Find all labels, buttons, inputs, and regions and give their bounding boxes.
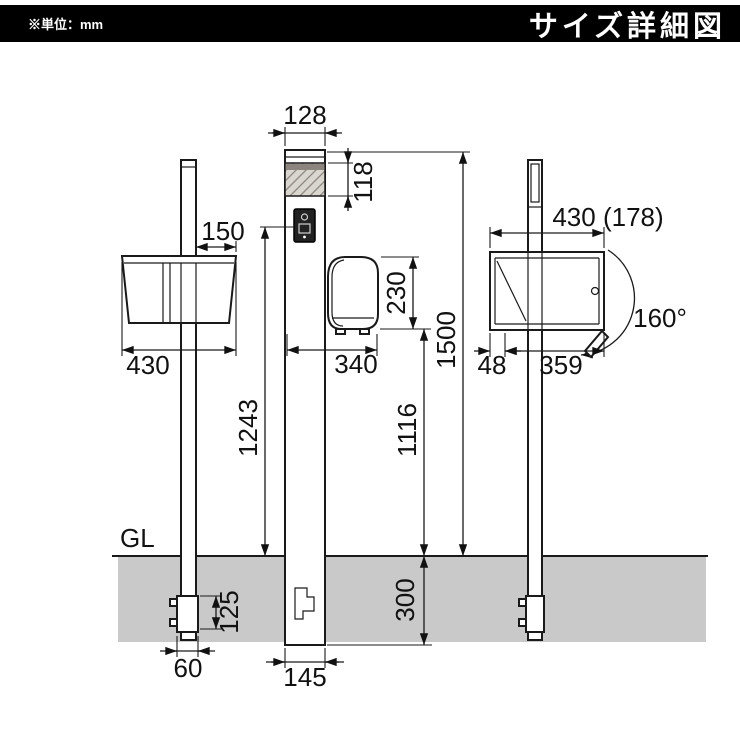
bolt-icon bbox=[518, 618, 527, 627]
bolt-icon bbox=[169, 598, 178, 607]
dim-118-label: 118 bbox=[348, 161, 378, 202]
dim-125: 125 bbox=[200, 590, 244, 634]
dim-128-label: 128 bbox=[283, 100, 326, 130]
intercom-button-icon bbox=[303, 235, 306, 239]
dim-430-plan-label: 430 (178) bbox=[552, 202, 663, 232]
dim-128: 128 bbox=[268, 100, 342, 146]
plan-base-plate bbox=[525, 595, 545, 633]
dim-359-label: 359 bbox=[539, 350, 582, 380]
side-base-plate bbox=[176, 595, 199, 633]
sign-edge bbox=[530, 163, 540, 203]
dim-300-label: 300 bbox=[390, 578, 420, 621]
gl-label: GL bbox=[120, 523, 155, 553]
dim-340: 340 bbox=[286, 334, 378, 379]
bolt-icon bbox=[169, 618, 178, 627]
dim-300: 300 bbox=[327, 556, 432, 646]
bolt-icon bbox=[518, 598, 527, 607]
dim-430-side-label: 430 bbox=[126, 350, 169, 380]
dimensions: 150 430 125 60 bbox=[121, 100, 687, 692]
intercom-camera-icon bbox=[300, 213, 309, 221]
dim-160deg-label: 160° bbox=[633, 303, 687, 333]
dim-230: 230 bbox=[381, 256, 419, 330]
dim-1500-label: 1500 bbox=[431, 311, 461, 369]
dim-118: 118 bbox=[328, 148, 378, 211]
dim-1243: 1243 bbox=[233, 226, 294, 556]
dim-150: 150 bbox=[195, 216, 245, 252]
dim-145: 145 bbox=[266, 648, 344, 692]
anchor-detail bbox=[294, 587, 315, 620]
header-bar: ※単位：mm サイズ詳細図 bbox=[0, 5, 740, 43]
dim-230-label: 230 bbox=[381, 271, 411, 314]
side-view bbox=[120, 159, 238, 641]
dim-1500: 1500 bbox=[327, 151, 470, 556]
plan-post bbox=[527, 159, 543, 641]
intercom-speaker-icon bbox=[298, 223, 311, 234]
plan-mailbox bbox=[489, 251, 605, 331]
intercom-unit bbox=[293, 208, 316, 243]
side-mailbox-bucket bbox=[120, 255, 238, 324]
unit-note: ※単位：mm bbox=[28, 17, 104, 32]
plan-view bbox=[489, 159, 636, 641]
dim-1116-label: 1116 bbox=[392, 403, 422, 457]
dim-430-plan: 430 (178) bbox=[489, 202, 664, 248]
dim-1116: 1116 bbox=[380, 328, 431, 556]
dim-48-359: 48 359 bbox=[474, 333, 605, 380]
dim-125-label: 125 bbox=[214, 590, 244, 633]
page-title: サイズ詳細図 bbox=[528, 10, 726, 43]
dim-430-side: 430 bbox=[121, 262, 237, 380]
dim-340-label: 340 bbox=[334, 349, 377, 379]
dim-48-label: 48 bbox=[478, 350, 507, 380]
dim-60-label: 60 bbox=[174, 653, 203, 683]
dim-145-label: 145 bbox=[283, 662, 326, 692]
dim-60: 60 bbox=[160, 636, 215, 683]
front-view bbox=[284, 149, 379, 646]
side-post bbox=[180, 159, 197, 641]
latch-icon bbox=[590, 286, 600, 296]
dim-1243-label: 1243 bbox=[233, 399, 263, 457]
dim-150-label: 150 bbox=[201, 216, 244, 246]
